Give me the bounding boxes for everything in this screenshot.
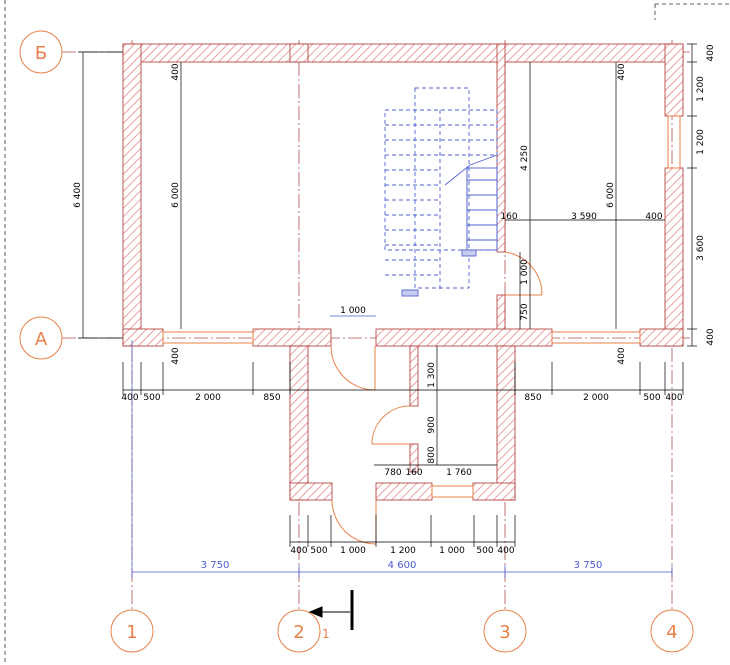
sheet-frame — [4, 0, 730, 665]
dim-stair-height: 4 250 — [520, 145, 530, 171]
axis-spacing-2-3: 4 600 — [388, 560, 417, 571]
dim-row2-6: 400 — [497, 546, 514, 556]
dim-inner-right: 6 000 — [606, 182, 616, 208]
dim-row2-3: 1 200 — [390, 546, 416, 556]
dim-row1-4: 850 — [524, 393, 541, 403]
dim-row-160: 160 — [500, 212, 517, 222]
stair-outline — [384, 87, 498, 290]
dim-inner-left: 6 000 — [171, 182, 181, 208]
dim-vestibule-780: 780 — [384, 468, 401, 478]
dim-row2-2: 1 000 — [340, 546, 366, 556]
dim-vestibule-1760: 1 760 — [446, 468, 472, 478]
axis-spacing-line — [131, 340, 673, 578]
axis-label-a: А — [35, 329, 48, 350]
dim-overall-left: 6 400 — [73, 182, 83, 208]
dim-row1-7: 400 — [665, 393, 682, 403]
dim-vestibule-1300: 1 300 — [427, 362, 437, 388]
dim-opening-1000: 1 000 — [340, 306, 366, 316]
dim-row-3590: 3 590 — [571, 212, 597, 222]
dim-right-400-top: 400 — [706, 44, 716, 61]
dim-right-3600: 3 600 — [696, 235, 706, 261]
dim-bottom-wall-left: 400 — [171, 347, 181, 364]
dim-row2-1: 500 — [310, 546, 327, 556]
dim-row1-0: 400 — [121, 393, 138, 403]
axis-label-2: 2 — [293, 622, 304, 643]
dim-row2-4: 1 000 — [439, 546, 465, 556]
dim-door-750: 750 — [520, 303, 530, 320]
dim-right-1200-a: 1 200 — [696, 76, 706, 102]
dim-top-wall-left: 400 — [171, 63, 181, 80]
axis-label-3: 3 — [499, 622, 510, 643]
dim-top-wall-right: 400 — [617, 63, 627, 80]
section-mark-label: 1 — [322, 627, 330, 641]
dim-row1-1: 500 — [143, 393, 160, 403]
stair-flight — [401, 154, 498, 297]
dim-right-1200-b: 1 200 — [696, 129, 706, 155]
dim-row1-6: 500 — [643, 393, 660, 403]
dim-row2-5: 500 — [476, 546, 493, 556]
dim-row1-2: 2 000 — [195, 393, 221, 403]
dim-vestibule-900: 900 — [427, 416, 437, 433]
windows — [162, 115, 681, 498]
axis-label-4: 4 — [666, 622, 677, 643]
dimension-lines — [78, 43, 697, 547]
dim-door-1000-v: 1 000 — [520, 259, 530, 285]
section-mark-icon — [308, 590, 354, 630]
dim-row1-5: 2 000 — [583, 393, 609, 403]
walls — [122, 43, 684, 501]
dim-row2-0: 400 — [290, 546, 307, 556]
dim-row1-3: 850 — [263, 393, 280, 403]
axis-label-1: 1 — [126, 622, 137, 643]
axis-spacing-1-2: 3 750 — [201, 560, 230, 571]
dim-vestibule-160: 160 — [405, 468, 422, 478]
axis-bubbles — [19, 30, 694, 653]
dim-row-400: 400 — [645, 212, 662, 222]
axis-label-b: Б — [35, 43, 47, 64]
dim-vestibule-800: 800 — [427, 446, 437, 463]
dim-bottom-wall-right: 400 — [617, 347, 627, 364]
axis-spacing-3-4: 3 750 — [574, 560, 603, 571]
dim-right-400-bottom: 400 — [706, 328, 716, 345]
